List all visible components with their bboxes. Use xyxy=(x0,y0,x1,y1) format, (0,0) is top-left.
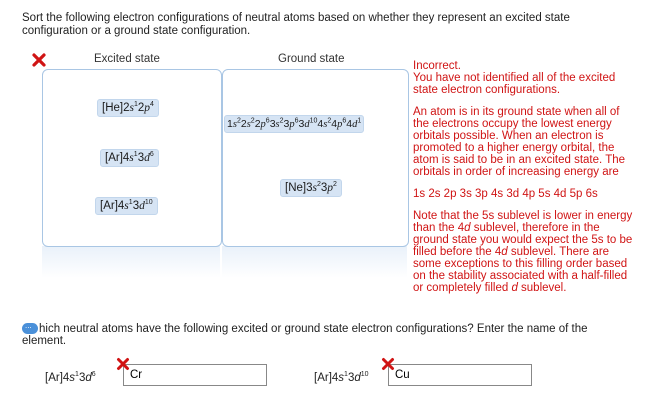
config-chip-ar-3d10[interactable]: [Ar]4s13d10 xyxy=(95,197,158,215)
feedback-text: Incorrect.You have not identified all of… xyxy=(413,60,616,96)
config-chip-ne[interactable]: [Ne]3s23p2 xyxy=(280,179,342,197)
config-chip-ar-3d6[interactable]: [Ar]4s13d6 xyxy=(100,149,159,167)
feedback-order: 1s 2s 2p 3s 3p 4s 3d 4p 5s 4d 5p 6s xyxy=(413,188,598,200)
feedback-note: Note that the 5s sublevel is lower in en… xyxy=(413,210,633,294)
ground-state-header: Ground state xyxy=(278,53,345,65)
excited-panel-shadow xyxy=(42,246,220,278)
question2-prompt: hich neutral atoms have the following ex… xyxy=(22,320,632,347)
answer-2-input[interactable] xyxy=(388,364,532,386)
answer-1-label: [Ar]4s13d6 xyxy=(45,371,96,384)
answer-2-incorrect-icon xyxy=(382,358,394,370)
feedback-explanation: An atom is in its ground state when all … xyxy=(413,106,626,178)
feedback-panel: Incorrect.You have not identified all of… xyxy=(413,60,638,304)
ground-state-dropzone[interactable] xyxy=(222,69,409,247)
red-x-icon xyxy=(32,53,46,67)
answer-1-incorrect-icon xyxy=(117,358,129,370)
question-prompt: Sort the following electron configuratio… xyxy=(22,12,570,37)
ground-panel-shadow xyxy=(222,246,407,278)
config-chip-long[interactable]: 1s22s22p63s23p63d104s24p64d1 xyxy=(224,115,365,133)
speech-bubble-icon[interactable] xyxy=(22,320,38,335)
answer-1-input[interactable] xyxy=(123,364,267,386)
answer-2-label: [Ar]4s13d10 xyxy=(314,371,369,384)
config-chip-he[interactable]: [He]2s12p4 xyxy=(97,99,159,117)
excited-state-header: Excited state xyxy=(94,53,160,65)
